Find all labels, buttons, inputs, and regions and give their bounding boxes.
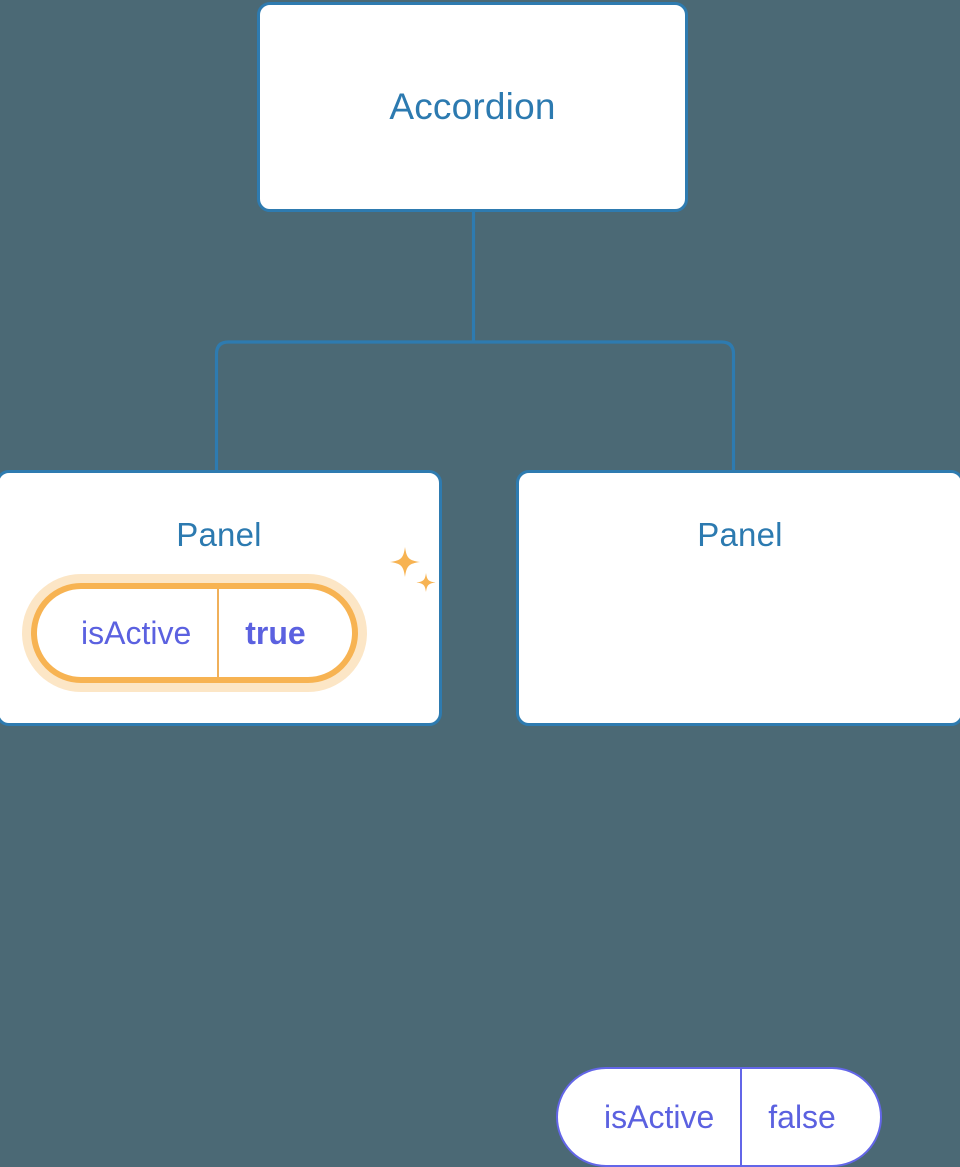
prop-value: true <box>217 589 351 677</box>
accordion-node[interactable]: Accordion <box>257 2 688 212</box>
accordion-node-title: Accordion <box>389 86 556 127</box>
panel-right-props: isActive false <box>556 1067 882 1167</box>
connector-branch-bus <box>214 340 736 473</box>
panel-left-props: isActive true <box>31 583 358 683</box>
panel-node-right-title: Panel <box>697 516 783 553</box>
prop-pill-isactive-false[interactable]: isActive false <box>556 1067 882 1167</box>
prop-key: isActive <box>604 1098 715 1135</box>
panel-node-left-title: Panel <box>176 516 262 553</box>
prop-value: false <box>740 1069 880 1165</box>
prop-key: isActive <box>81 614 192 651</box>
prop-pill-isactive-true[interactable]: isActive true <box>31 583 358 683</box>
panel-node-right[interactable]: Panel isActive false <box>516 470 960 1167</box>
